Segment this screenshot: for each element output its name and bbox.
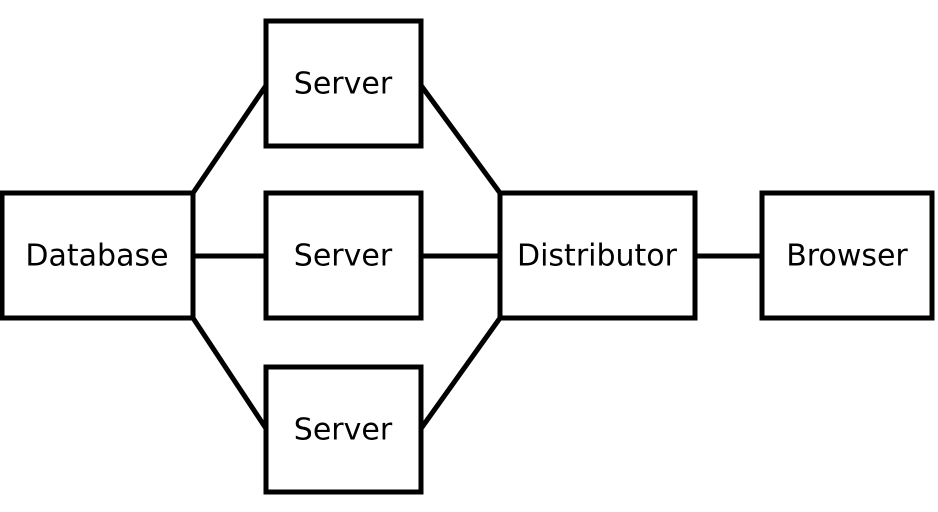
node-server-bottom[interactable]: Server [263,364,424,495]
node-database[interactable]: Database [0,190,196,321]
node-server-middle-box[interactable] [263,190,424,321]
node-distributor-box[interactable] [497,190,698,321]
node-server-middle-label: Server [294,239,393,274]
edge-database-to-server-bottom [190,316,270,432]
edge-group [190,82,762,432]
node-browser-label: Browser [786,239,908,274]
node-database-box[interactable] [0,190,196,321]
node-browser-box[interactable] [759,190,935,321]
node-server-top-label: Server [294,67,393,102]
node-distributor[interactable]: Distributor [497,190,698,321]
edge-server-top-to-distributor [417,82,503,195]
node-database-label: Database [25,239,168,274]
node-server-bottom-box[interactable] [263,364,424,495]
node-server-middle[interactable]: Server [263,190,424,321]
node-browser[interactable]: Browser [759,190,935,321]
edge-server-bottom-to-distributor [417,316,503,432]
node-server-bottom-label: Server [294,413,393,448]
node-server-top[interactable]: Server [263,18,424,149]
node-distributor-label: Distributor [517,239,678,274]
edge-database-to-server-top [190,82,270,195]
node-server-top-box[interactable] [263,18,424,149]
